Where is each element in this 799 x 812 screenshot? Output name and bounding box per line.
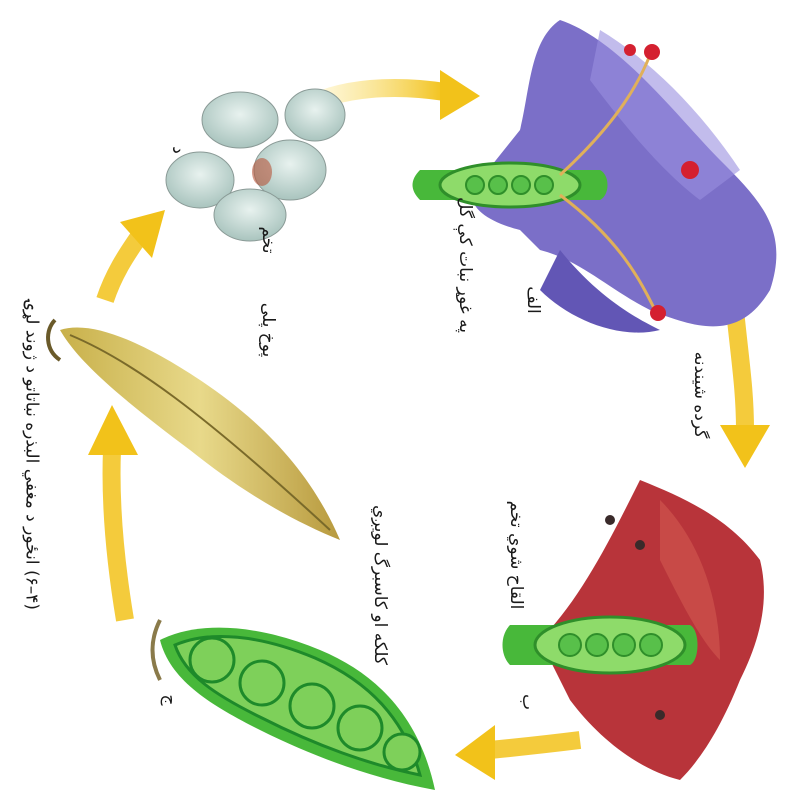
- label-seeds: تخم: [258, 226, 278, 253]
- label-fruit-growth: کلکه او کاسبرگ لويږي: [370, 505, 390, 665]
- figure-caption: (۴–۶) انځور د مغفي البذره نباتاتو د ژوند…: [22, 300, 43, 610]
- flower-red-stage: [503, 480, 764, 780]
- seeds-cluster: [166, 89, 345, 241]
- label-flower-parts: په غوړ نبات کې گل: [455, 197, 475, 333]
- label-fertilization: القاح شوي تخم: [506, 501, 526, 610]
- ripe-pod-stage: [48, 320, 340, 540]
- arrow-ripe-to-seed: [105, 210, 165, 300]
- arrow-flower-to-fertilized: [720, 310, 770, 468]
- label-ripe-pod: پوخ پلی: [258, 303, 278, 357]
- green-pod-stage: [153, 620, 436, 790]
- label-alef: الف: [523, 286, 543, 314]
- label-be: ب: [518, 694, 538, 710]
- label-jim: ج: [160, 695, 180, 706]
- label-dal: د: [168, 146, 188, 154]
- arrow-fertilized-to-pod: [455, 725, 580, 780]
- label-pollination: گرده شيندنه: [690, 352, 710, 439]
- arrow-pod-to-ripe: [88, 405, 138, 620]
